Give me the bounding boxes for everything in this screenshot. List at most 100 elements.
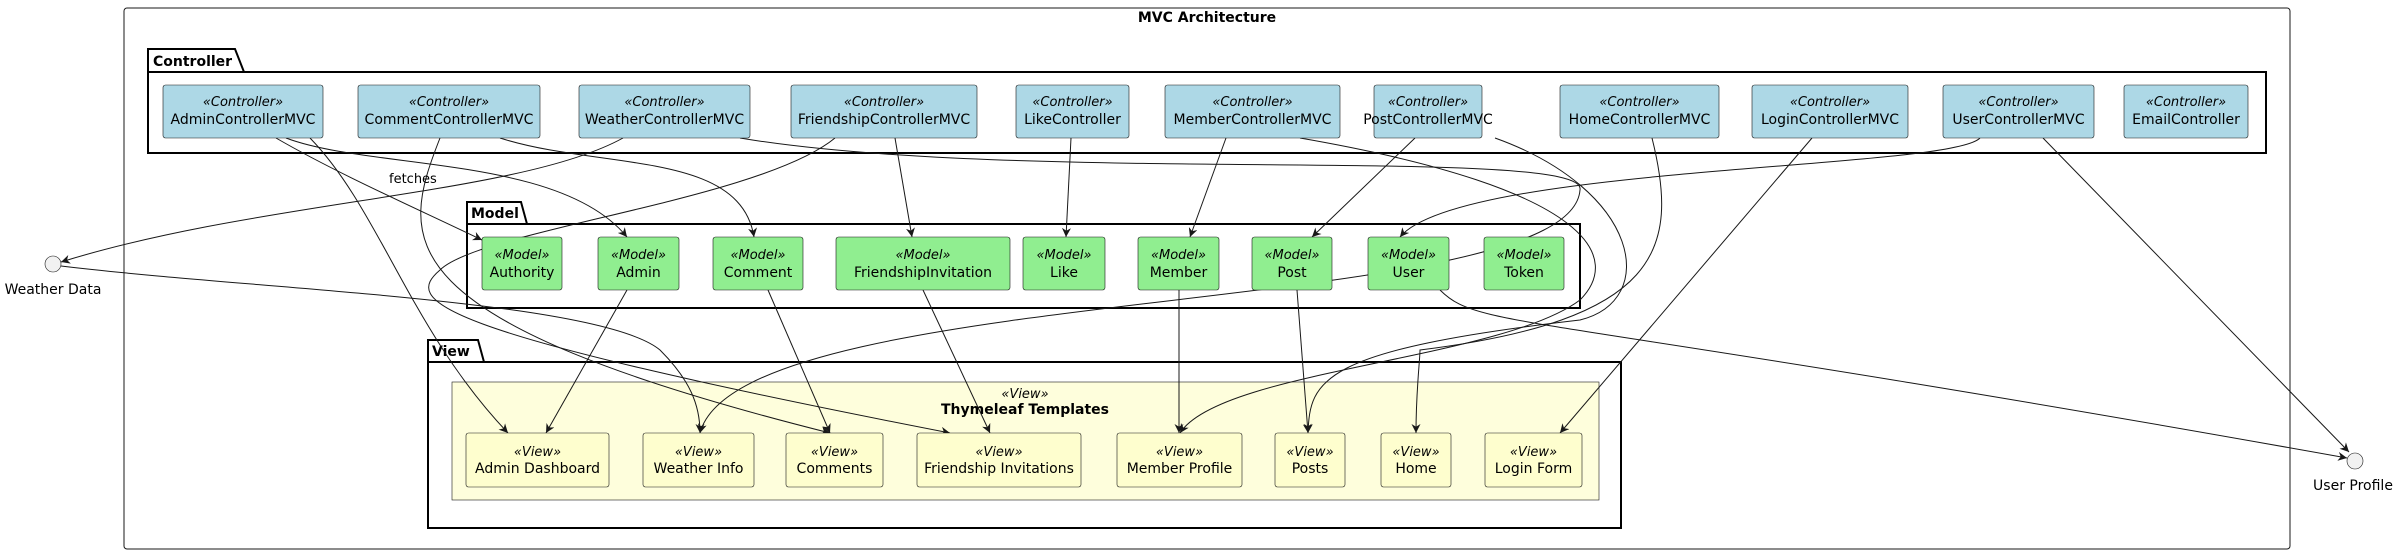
dependency-edges: [60, 137, 2350, 461]
view-box: [465, 432, 610, 488]
templates-title: Thymeleaf Templates: [941, 402, 1109, 418]
controller-box: [1751, 84, 1909, 139]
model-box: [1483, 236, 1565, 291]
edge-user-to-user: [1399, 137, 1981, 238]
edge-invitation-to-invitations: [922, 289, 991, 434]
model-name: User: [1393, 265, 1425, 281]
model-box: [1022, 236, 1106, 291]
view-name: Comments: [797, 461, 873, 477]
controller-stereotype: «Controller»: [1388, 95, 1468, 110]
edge-comment-to-comment: [499, 137, 757, 238]
view-stereotype: «View»: [975, 445, 1022, 460]
edge-member-to-member: [1188, 137, 1227, 238]
controller-likecontroller: «Controller»LikeController: [1015, 84, 1130, 139]
edge-label-fetches: fetches: [389, 172, 437, 187]
view-stereotype: «View»: [675, 445, 722, 460]
controller-stereotype: «Controller»: [203, 95, 283, 110]
model-admin: «Model»Admin: [597, 236, 680, 291]
model-stereotype: «Model»: [895, 248, 950, 263]
controller-stereotype: «Controller»: [1032, 95, 1112, 110]
edge-comment-model-to-comments: [767, 289, 831, 434]
controller-stereotype: «Controller»: [624, 95, 704, 110]
edge-friendship-to-invitation: [894, 137, 915, 238]
model-token: «Model»Token: [1483, 236, 1565, 291]
controller-name: PostControllerMVC: [1363, 112, 1493, 128]
model-like: «Model» Like: [1022, 236, 1106, 291]
model-stereotype: «Model»: [730, 248, 785, 263]
model-box: [1251, 236, 1333, 291]
view-name: Member Profile: [1127, 461, 1233, 477]
diagram-nodes: «Controller»AdminControllerMVC«Controlle…: [162, 84, 2249, 488]
controller-stereotype: «Controller»: [1978, 95, 2058, 110]
controller-commentcontrollermvc: «Controller» CommentControllerMVC: [357, 84, 541, 139]
controller-box: [1164, 84, 1341, 139]
model-box: [1367, 236, 1450, 291]
user-profile-label: User Profile: [2313, 478, 2393, 494]
model-authority: «Model»Authority: [481, 236, 563, 291]
controller-stereotype: «Controller»: [1212, 95, 1292, 110]
view-comments: «View»Comments: [785, 432, 884, 488]
view-stereotype: «View»: [1510, 445, 1557, 460]
view-box: [785, 432, 884, 488]
model-box: [481, 236, 563, 291]
controller-name: MemberControllerMVC: [1174, 112, 1332, 128]
controller-stereotype: «Controller»: [409, 95, 489, 110]
model-comment: «Model» Comment: [712, 236, 804, 291]
edge-like-to-like: [1061, 137, 1072, 238]
model-package: Model: [466, 201, 1581, 309]
controller-box: [1559, 84, 1720, 139]
view-admin-dashboard: «View»Admin Dashboard: [465, 432, 610, 488]
weather-data-label: Weather Data: [5, 282, 102, 298]
view-box: [1380, 432, 1452, 488]
view-weather-info: «View»Weather Info: [642, 432, 755, 488]
model-name: Member: [1150, 265, 1208, 281]
view-home: «View»Home: [1380, 432, 1452, 488]
controller-postcontrollermvc: «Controller» PostControllerMVC: [1363, 84, 1493, 139]
controller-name: AdminControllerMVC: [171, 112, 316, 128]
controller-box: [790, 84, 978, 139]
diagram-title: MVC Architecture: [1138, 10, 1276, 26]
controller-package: Controller: [147, 48, 2267, 154]
controller-name: HomeControllerMVC: [1569, 112, 1711, 128]
view-name: Admin Dashboard: [475, 461, 600, 477]
controller-homecontrollermvc: «Controller»HomeControllerMVC: [1559, 84, 1720, 139]
view-name: Friendship Invitations: [924, 461, 1074, 477]
model-name: Authority: [490, 265, 555, 281]
model-stereotype: «Model»: [1036, 248, 1091, 263]
model-stereotype: «Model»: [1381, 248, 1436, 263]
view-stereotype: «View»: [1392, 445, 1439, 460]
view-posts: «View»Posts: [1274, 432, 1346, 488]
architecture-frame: [123, 7, 2291, 550]
view-member-profile: «View»Member Profile: [1116, 432, 1243, 488]
controller-stereotype: «Controller»: [1790, 95, 1870, 110]
view-box: [1116, 432, 1243, 488]
controller-box: [357, 84, 541, 139]
weather-data-interface: Weather Data: [5, 255, 102, 298]
controller-box: [1942, 84, 2095, 139]
edge-login-to-login-form: [1559, 137, 1813, 434]
view-box: [1274, 432, 1346, 488]
controller-name: FriendshipControllerMVC: [798, 112, 971, 128]
view-friendship-invitations: «View»Friendship Invitations: [916, 432, 1082, 488]
controller-name: CommentControllerMVC: [365, 112, 534, 128]
controller-admincontrollermvc: «Controller» AdminControllerMVC: [162, 84, 324, 139]
model-package-label: Model: [471, 206, 519, 222]
controller-package-label: Controller: [153, 54, 232, 70]
controller-name: EmailController: [2132, 112, 2240, 128]
controller-usercontrollermvc: «Controller» UserControllerMVC: [1942, 84, 2095, 139]
edge-admin-to-admin: [285, 137, 628, 238]
view-box: [642, 432, 755, 488]
model-name: Post: [1277, 265, 1307, 281]
edge-comment-to-comments: [420, 137, 831, 436]
edge-admin-model-to-admin-dashboard: [545, 289, 628, 434]
view-name: Home: [1395, 461, 1436, 477]
controller-name: UserControllerMVC: [1952, 112, 2084, 128]
controller-box: [1015, 84, 1130, 139]
view-stereotype: «View»: [1156, 445, 1203, 460]
controller-membercontrollermvc: «Controller» MemberControllerMVC: [1164, 84, 1341, 139]
weather-data-circle: [44, 255, 62, 273]
model-name: Like: [1050, 265, 1078, 281]
controller-box: [2123, 84, 2249, 139]
model-box: [712, 236, 804, 291]
model-name: Comment: [724, 265, 793, 281]
